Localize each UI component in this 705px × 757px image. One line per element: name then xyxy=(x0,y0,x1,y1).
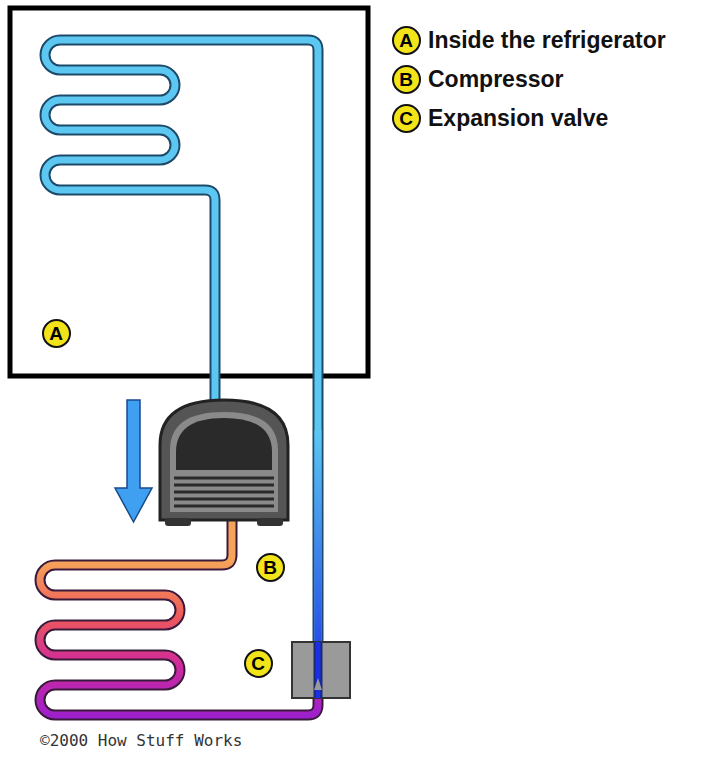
compressor-foot xyxy=(257,518,283,526)
compressor-foot xyxy=(165,518,191,526)
grill-line xyxy=(174,477,274,480)
callout-circle: B xyxy=(392,65,421,94)
hot-pipe-outline xyxy=(40,512,318,715)
callout-circle: C xyxy=(392,104,421,133)
compressor-grill xyxy=(174,478,274,506)
callout-circle: B xyxy=(256,553,285,582)
legend-text: Compressor xyxy=(428,68,563,91)
compressor-body xyxy=(170,412,278,512)
flow-arrow xyxy=(115,400,152,522)
compressor-housing xyxy=(160,400,288,520)
callout-circle: A xyxy=(392,26,421,55)
grill-line xyxy=(174,505,274,508)
callout-letter: B xyxy=(399,70,413,89)
valve-orifice xyxy=(314,678,322,690)
valve-pipe-outline xyxy=(314,642,323,698)
compressor-top xyxy=(176,418,272,470)
callout-letter: C xyxy=(251,654,265,673)
callout-circle: A xyxy=(42,319,71,348)
callout-circle: C xyxy=(244,649,273,678)
grill-line xyxy=(174,498,274,501)
grill-line xyxy=(174,484,274,487)
copyright-note: ©2000 How Stuff Works xyxy=(40,733,242,749)
legend-text: Inside the refrigerator xyxy=(428,29,666,52)
grill-line xyxy=(174,491,274,494)
expansion-valve xyxy=(292,642,350,698)
legend-text: Expansion valve xyxy=(428,107,608,130)
callout-letter: C xyxy=(399,109,413,128)
callout-letter: A xyxy=(49,324,63,343)
condenser-coil xyxy=(40,512,318,715)
callout-letter: A xyxy=(399,31,413,50)
callout-letter: B xyxy=(263,558,277,577)
